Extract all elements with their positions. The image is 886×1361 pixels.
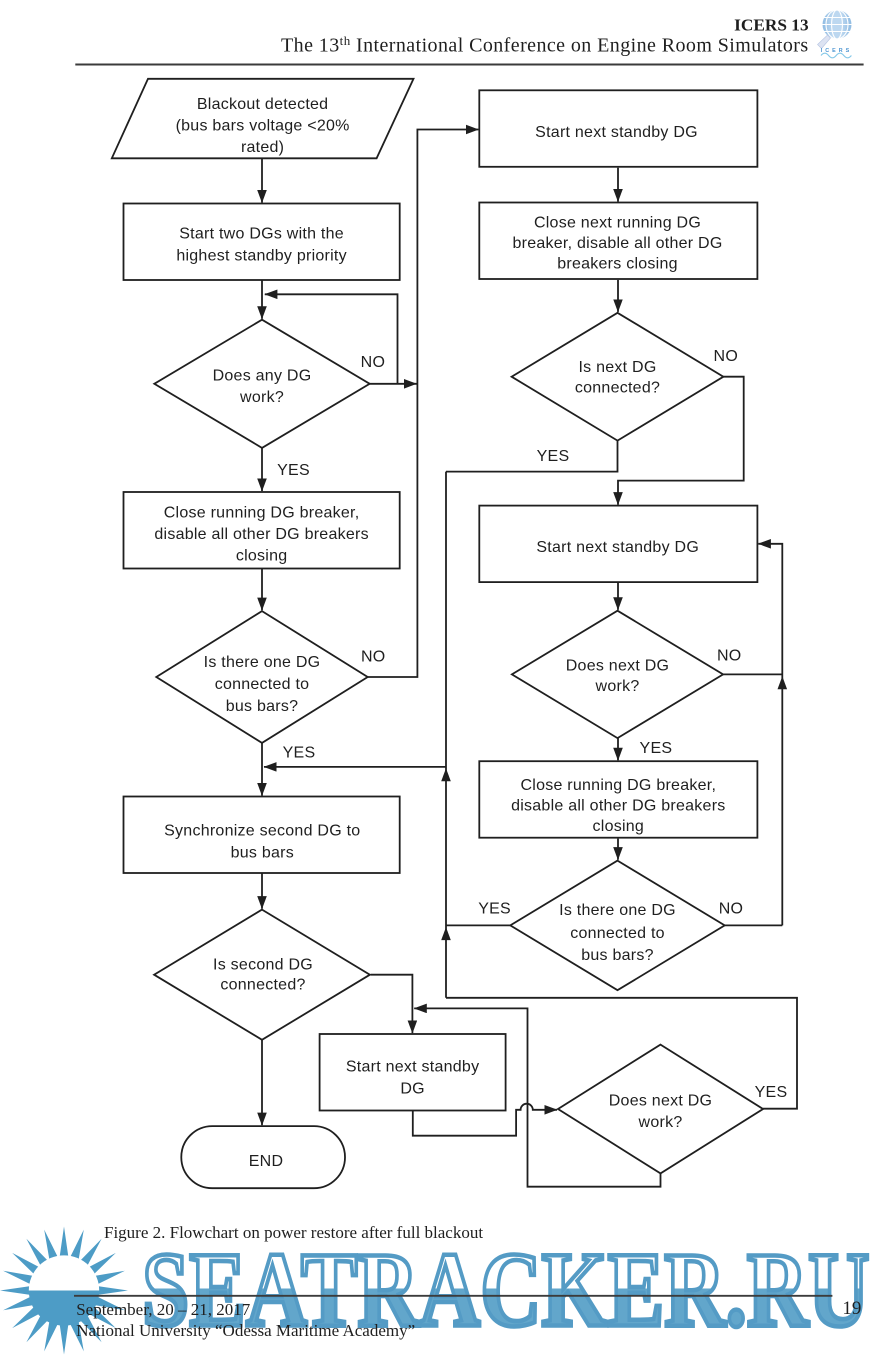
svg-text:Start two DGs with the: Start two DGs with the: [179, 226, 344, 243]
svg-text:NO: NO: [361, 354, 386, 371]
svg-text:ICERS: ICERS: [821, 48, 852, 54]
svg-text:Does any DG: Does any DG: [213, 368, 312, 385]
svg-text:SEATRACKER.RU: SEATRACKER.RU: [142, 1232, 870, 1350]
svg-text:disable all other DG breakers: disable all other DG breakers: [154, 526, 368, 543]
svg-text:NO: NO: [719, 901, 744, 918]
svg-text:Is second DG: Is second DG: [213, 956, 313, 973]
svg-text:YES: YES: [755, 1084, 788, 1101]
svg-text:Does next DG: Does next DG: [609, 1093, 712, 1110]
svg-text:bus bars?: bus bars?: [581, 947, 654, 964]
svg-text:ICERS 13: ICERS 13: [734, 15, 809, 34]
svg-text:bus bars: bus bars: [231, 845, 294, 862]
svg-text:bus bars?: bus bars?: [226, 698, 299, 715]
svg-text:September, 20 – 21, 2017: September, 20 – 21, 2017: [76, 1300, 251, 1319]
svg-text:connected to: connected to: [215, 676, 310, 693]
svg-text:closing: closing: [236, 548, 288, 565]
svg-text:YES: YES: [478, 901, 511, 918]
svg-text:breaker, disable all other DG: breaker, disable all other DG: [512, 235, 722, 252]
svg-text:breakers closing: breakers closing: [557, 256, 678, 273]
svg-text:YES: YES: [640, 740, 673, 757]
svg-text:NO: NO: [717, 648, 742, 665]
svg-text:work?: work?: [638, 1114, 683, 1131]
svg-text:disable all other DG breakers: disable all other DG breakers: [511, 798, 725, 815]
svg-text:The 13th International Confere: The 13th International Conference on Eng…: [281, 33, 809, 57]
svg-text:closing: closing: [593, 818, 645, 835]
svg-text:National University “Odessa Ma: National University “Odessa Maritime Aca…: [76, 1321, 415, 1340]
svg-text:connected to: connected to: [570, 925, 665, 942]
svg-text:Close next running DG: Close next running DG: [534, 215, 701, 232]
svg-text:Synchronize second DG to: Synchronize second DG to: [164, 823, 360, 840]
svg-text:YES: YES: [277, 462, 310, 479]
svg-text:highest standby priority: highest standby priority: [176, 248, 347, 265]
svg-text:SEATRACKER.RU: SEATRACKER.RU: [142, 1232, 870, 1350]
svg-text:work?: work?: [595, 678, 640, 695]
svg-text:Close running DG breaker,: Close running DG breaker,: [520, 777, 716, 794]
svg-text:Start next standby DG: Start next standby DG: [536, 539, 699, 556]
svg-text:NO: NO: [714, 348, 739, 365]
svg-text:Figure 2. Flowchart on power r: Figure 2. Flowchart on power restore aft…: [104, 1223, 483, 1242]
svg-text:Does next DG: Does next DG: [566, 658, 669, 675]
svg-text:Start next standby: Start next standby: [346, 1059, 479, 1076]
svg-text:YES: YES: [537, 448, 570, 465]
svg-text:NO: NO: [361, 649, 386, 666]
svg-text:Is there one DG: Is there one DG: [559, 902, 676, 919]
svg-text:DG: DG: [400, 1081, 425, 1098]
svg-text:Is next DG: Is next DG: [578, 359, 656, 376]
svg-text:connected?: connected?: [220, 977, 305, 994]
svg-text:END: END: [249, 1153, 284, 1170]
svg-text:work?: work?: [239, 389, 284, 406]
svg-text:Is there one DG: Is there one DG: [204, 654, 321, 671]
svg-text:rated): rated): [241, 139, 284, 156]
svg-text:(bus bars voltage <20%: (bus bars voltage <20%: [176, 118, 350, 135]
svg-text:YES: YES: [283, 745, 316, 762]
svg-text:connected?: connected?: [575, 380, 660, 397]
svg-text:Start next standby DG: Start next standby DG: [535, 124, 698, 141]
svg-text:19: 19: [842, 1298, 861, 1319]
svg-text:Blackout detected: Blackout detected: [197, 96, 328, 113]
svg-text:Close running DG breaker,: Close running DG breaker,: [164, 505, 360, 522]
